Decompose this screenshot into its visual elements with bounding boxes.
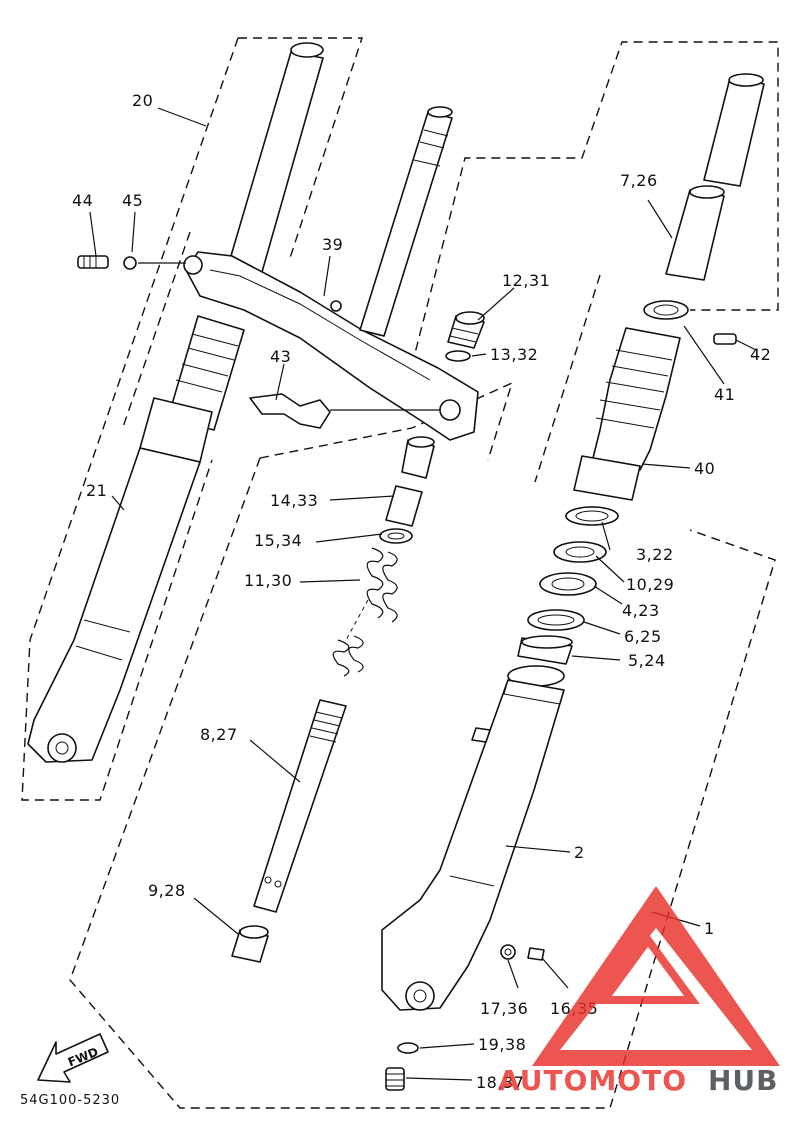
fwd-arrow: FWD	[37, 1033, 109, 1083]
label-part-21: 21	[86, 481, 107, 500]
label-part-9-28: 9,28	[148, 881, 186, 900]
label-part-11-30: 11,30	[244, 571, 292, 590]
cable-bracket	[249, 393, 440, 429]
label-part-17-36: 17,36	[480, 999, 528, 1018]
label-part-39: 39	[322, 235, 343, 254]
under-bracket	[183, 251, 479, 441]
label-part-20: 20	[132, 91, 153, 110]
watermark-word-automoto: AUTOMOTO	[498, 1064, 687, 1097]
label-part-1: 1	[704, 919, 715, 938]
spacer-stack	[379, 436, 435, 544]
label-part-15-34: 15,34	[254, 531, 302, 550]
label-part-8-27: 8,27	[200, 725, 238, 744]
label-part-45: 45	[122, 191, 143, 210]
label-part-3-22: 3,22	[636, 545, 674, 564]
fork-spring	[332, 547, 398, 677]
watermark-inner-triangle-icon	[596, 933, 700, 1004]
drain-bolt-parts	[385, 944, 545, 1091]
drawing-code: 54G100-5230	[20, 1093, 120, 1108]
taper-spindle	[231, 925, 269, 963]
right-outer-tube	[381, 665, 565, 1011]
leader-lines	[89, 107, 725, 1081]
part-labels: 20 44 45 39 12,31 13,32 43 7,26 42 41 40…	[20, 91, 771, 1108]
watermark-triangle-icon	[532, 886, 780, 1066]
label-part-13-32: 13,32	[490, 345, 538, 364]
steering-shaft	[359, 106, 453, 337]
cap-bolt	[445, 311, 485, 362]
label-part-42: 42	[750, 345, 771, 364]
label-part-18-37: 18,37	[476, 1073, 524, 1092]
label-part-19-38: 19,38	[478, 1035, 526, 1054]
label-part-40: 40	[694, 459, 715, 478]
label-part-2: 2	[574, 843, 585, 862]
watermark-word-hub: HUB	[708, 1064, 779, 1097]
assembly-boundaries	[21, 37, 779, 1109]
right-upper-assembly	[573, 73, 765, 501]
label-part-43: 43	[270, 347, 291, 366]
left-fork-leg-assembly	[27, 42, 324, 763]
label-part-5-24: 5,24	[628, 651, 666, 670]
label-part-4-23: 4,23	[622, 601, 660, 620]
label-part-14-33: 14,33	[270, 491, 318, 510]
label-part-41: 41	[714, 385, 735, 404]
damper-rod	[253, 699, 347, 913]
watermark-logo: AUTOMOTO HUB	[498, 886, 780, 1097]
label-part-12-31: 12,31	[502, 271, 550, 290]
seal-ring-stack	[517, 506, 619, 665]
label-part-44: 44	[72, 191, 93, 210]
label-part-10-29: 10,29	[626, 575, 674, 594]
label-part-7-26: 7,26	[620, 171, 658, 190]
bolt-and-washer	[77, 255, 186, 270]
label-part-6-25: 6,25	[624, 627, 662, 646]
